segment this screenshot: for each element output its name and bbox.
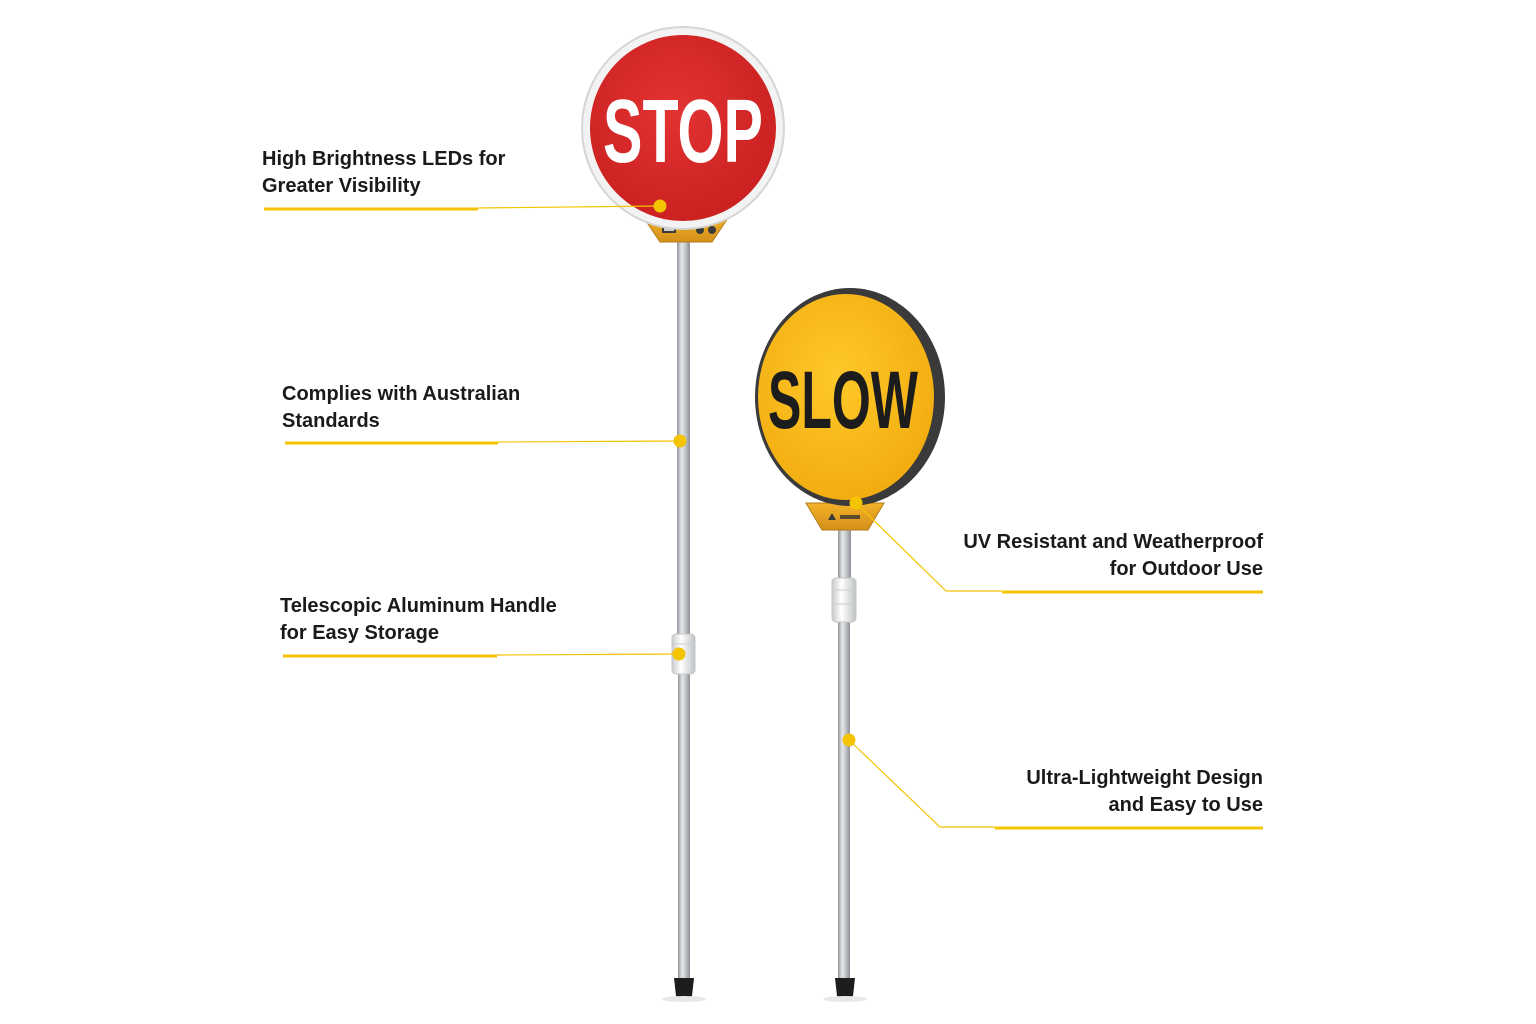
stop-rubber-foot: [674, 978, 694, 999]
callout-line-leds: [264, 205, 661, 211]
slow-sign-face: [758, 294, 934, 500]
callout-line-telescopic: [283, 653, 680, 658]
feature-standards-line-2: Standards: [282, 410, 380, 432]
feature-standards-line-1: Complies with Australian: [282, 383, 521, 405]
stop-paddle: STOP: [581, 26, 785, 1002]
callout-dot-uv: [849, 496, 863, 510]
feature-uv: UV Resistant and Weatherproof for Outdoo…: [963, 529, 1263, 583]
feature-leds-line-2: Greater Visibility: [262, 175, 421, 197]
feature-standards: Complies with Australian Standards: [282, 381, 520, 435]
slow-rubber-foot: [835, 978, 855, 999]
callout-dots: [653, 199, 863, 747]
callout-line-standards: [285, 440, 681, 445]
callout-dot-leds: [653, 199, 667, 213]
feature-leds: High Brightness LEDs for Greater Visibil…: [262, 146, 505, 200]
slow-sign-label: SLOW: [768, 355, 918, 446]
callout-dot-telescopic: [672, 647, 686, 661]
feature-telescopic-line-1: Telescopic Aluminum Handle: [280, 595, 557, 617]
callout-dot-lightweight: [842, 733, 856, 747]
slow-pole-upper: [838, 525, 851, 585]
slow-telescopic-collar: [831, 577, 857, 623]
feature-lightweight-line-1: Ultra-Lightweight Design: [1026, 767, 1263, 789]
slow-pole-lower: [838, 620, 850, 982]
feature-leds-line-1: High Brightness LEDs for: [262, 148, 506, 170]
feature-telescopic: Telescopic Aluminum Handle for Easy Stor…: [280, 593, 557, 647]
callout-line-uv: [855, 502, 1263, 594]
stop-sign-label: STOP: [603, 82, 763, 182]
feature-uv-line-1: UV Resistant and Weatherproof: [963, 531, 1263, 553]
stop-sign-face: [590, 35, 776, 221]
slow-paddle: SLOW: [755, 288, 945, 1002]
callout-dot-standards: [673, 434, 687, 448]
feature-lightweight-line-2: and Easy to Use: [1108, 794, 1263, 816]
callout-leaders: [264, 205, 1263, 830]
feature-telescopic-line-2: for Easy Storage: [280, 622, 439, 644]
feature-uv-line-2: for Outdoor Use: [1109, 558, 1263, 580]
feature-lightweight: Ultra-Lightweight Design and Easy to Use: [1026, 765, 1263, 819]
stop-pole-lower: [678, 660, 690, 980]
callout-line-lightweight: [848, 739, 1263, 830]
